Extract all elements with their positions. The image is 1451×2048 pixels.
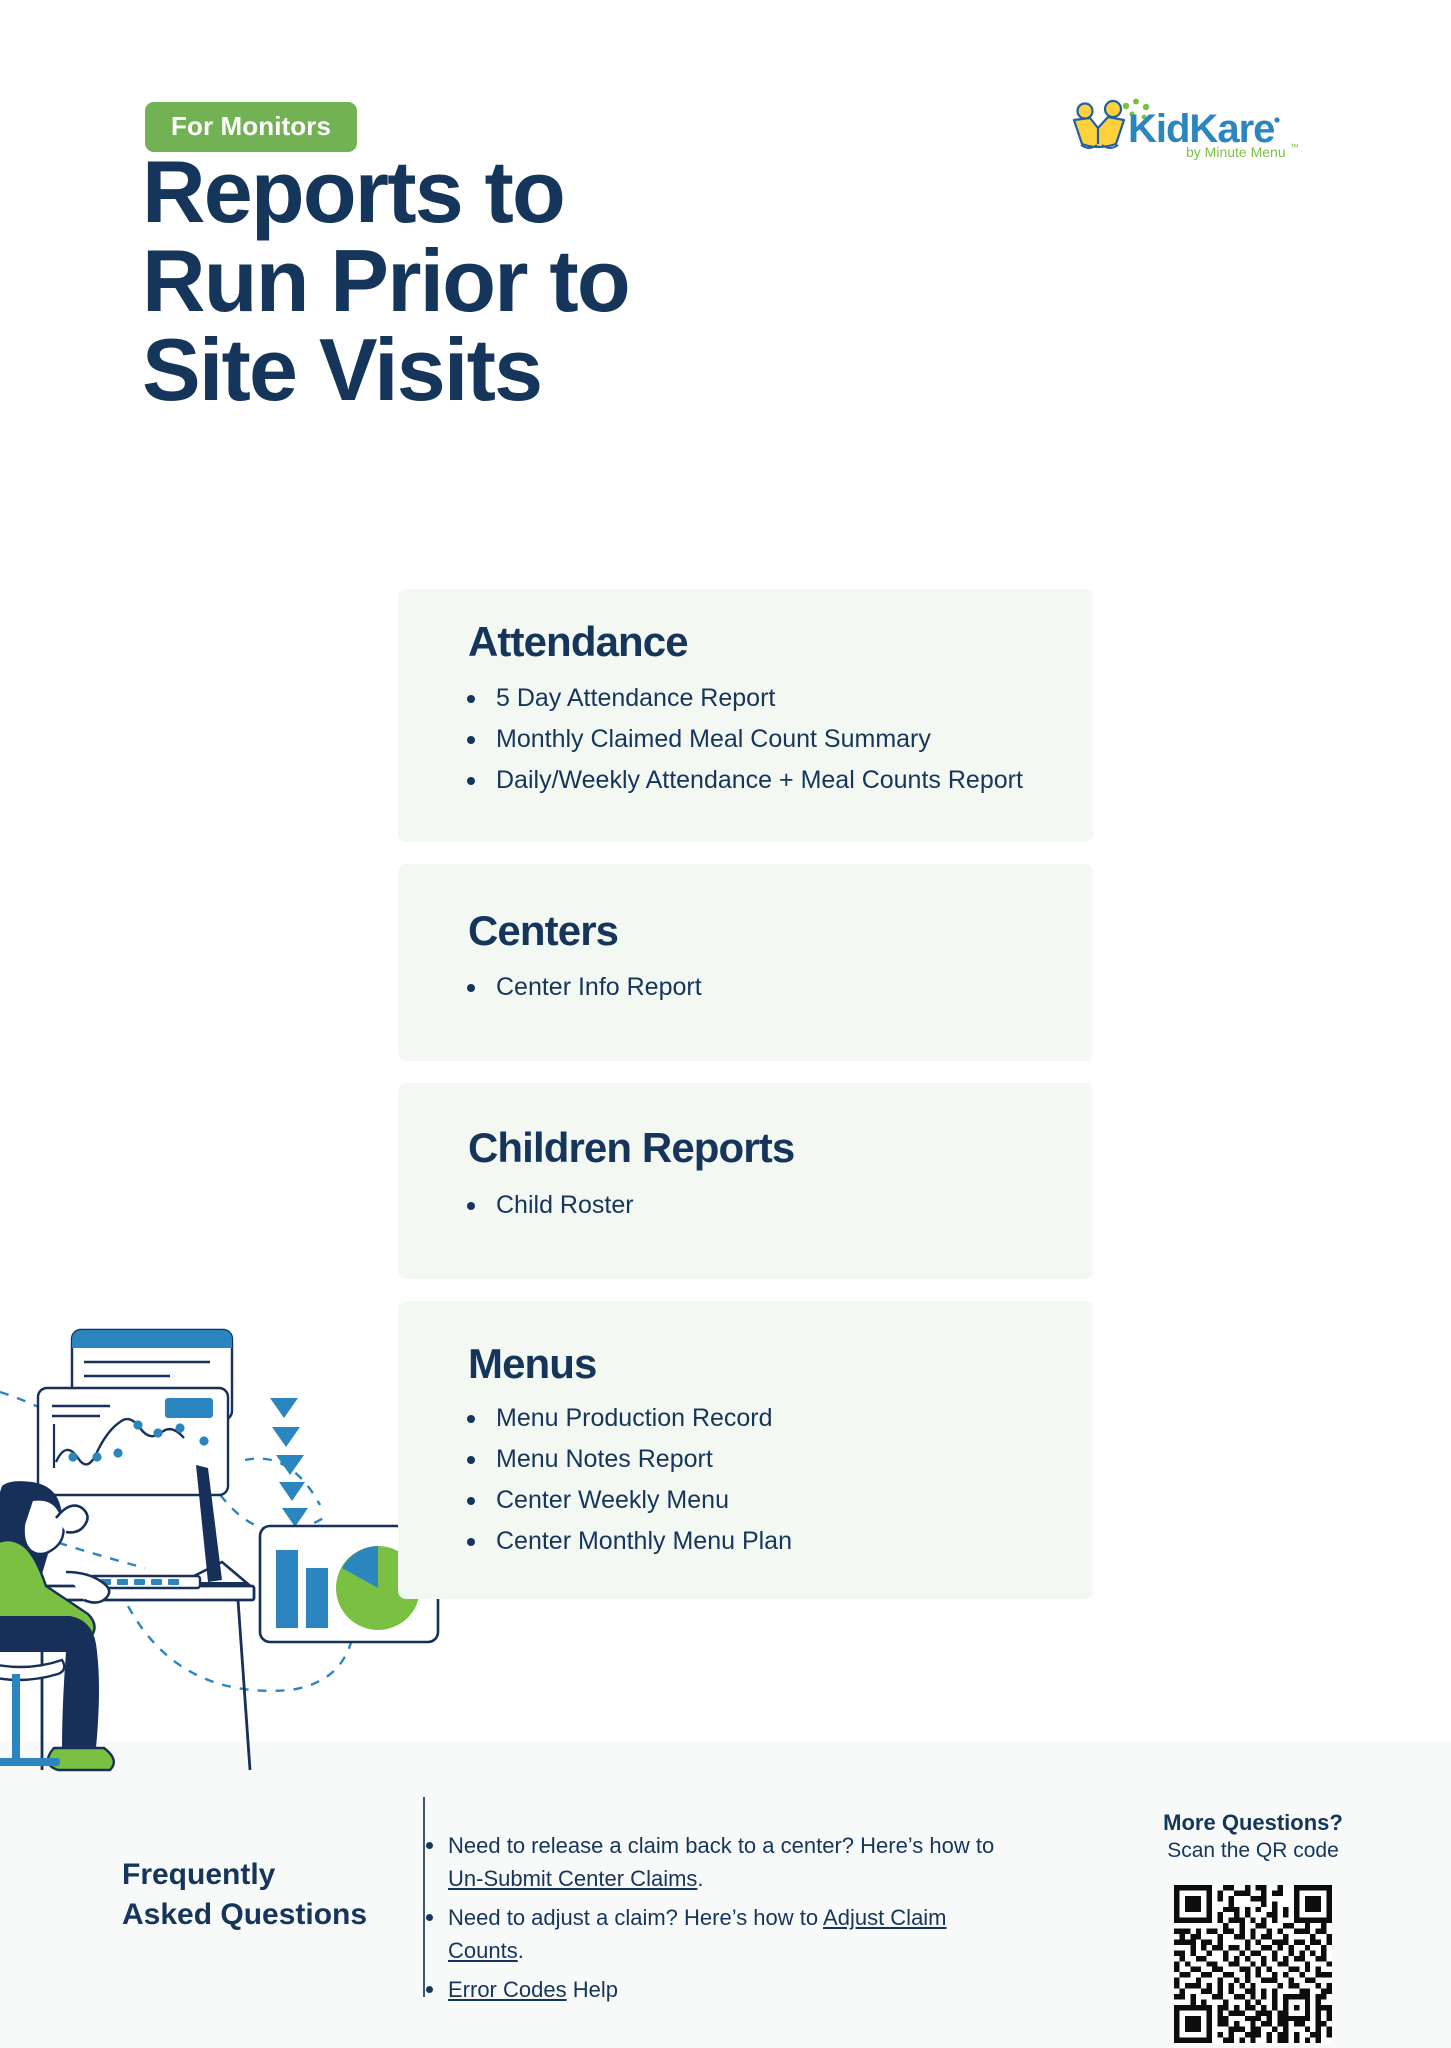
person-at-desk [0, 1481, 116, 1772]
faq-text-suffix: Help [566, 1976, 618, 2002]
section-card-menus: Menus Menu Production Record Menu Notes … [398, 1300, 1093, 1599]
faq-title: Frequently Asked Questions [122, 1858, 368, 1931]
report-sections: Attendance 5 Day Attendance Report Month… [398, 589, 1093, 1621]
chevron-arrows [270, 1398, 308, 1527]
list-item: Child Roster [467, 1186, 1049, 1225]
section-card-attendance: Attendance 5 Day Attendance Report Month… [398, 589, 1093, 843]
section-heading-attendance: Attendance [468, 618, 689, 665]
report-list-children: Child Roster [398, 1186, 1093, 1225]
report-list-centers: Center Info Report [398, 968, 1093, 1007]
line-chart-card [36, 1386, 230, 1497]
faq-text-prefix: Need to release a claim back to a center… [448, 1833, 995, 1858]
faq-link-adjust-claim-counts[interactable]: Adjust Claim Counts [448, 1904, 947, 1964]
report-list-attendance: 5 Day Attendance Report Monthly Claimed … [398, 679, 1093, 800]
faq-item: Need to adjust a claim? Here’s how to Ad… [426, 1901, 1028, 1968]
qr-title: More Questions? [1163, 1810, 1343, 1835]
svg-text:™: ™ [1290, 142, 1298, 152]
faq-link-error-codes[interactable]: Error Codes [448, 1976, 567, 2002]
page-title: Reports to Run Prior to Site Visits [142, 142, 631, 419]
section-heading-centers: Centers [468, 907, 619, 955]
list-item: Menu Notes Report [467, 1440, 1049, 1479]
faq-text-prefix: Need to adjust a claim? Here’s how to [448, 1904, 824, 1930]
list-item: Center Weekly Menu [467, 1481, 1049, 1520]
faq-list: Need to release a claim back to a center… [426, 1829, 1028, 2011]
audience-badge: For Monitors [145, 102, 358, 152]
analytics-illustration [0, 1300, 480, 1780]
list-item: Monthly Claimed Meal Count Summary [467, 720, 1049, 759]
list-item: Center Info Report [467, 968, 1049, 1007]
list-item: Daily/Weekly Attendance + Meal Counts Re… [467, 761, 1049, 800]
kidkare-logo-mark: KidKare by Minute Menu ™ [1072, 98, 1298, 160]
svg-text:by Minute Menu: by Minute Menu [1186, 144, 1286, 160]
faq-divider [423, 1797, 425, 1997]
faq-text-suffix: . [517, 1938, 524, 1964]
qr-code-icon[interactable] [1174, 1884, 1332, 2043]
qr-subtitle: Scan the QR code [1167, 1839, 1339, 1863]
faq-item: Need to release a claim back to a center… [426, 1829, 1028, 1896]
qr-block: More Questions? Scan the QR code [1140, 1810, 1366, 2043]
section-heading-children-reports: Children Reports [468, 1124, 795, 1172]
section-card-centers: Centers Center Info Report [398, 864, 1093, 1062]
svg-text:KidKare: KidKare [1128, 107, 1274, 151]
section-card-children-reports: Children Reports Child Roster [398, 1083, 1093, 1279]
faq-link-unsubmit-center-claims[interactable]: Un-Submit Center Claims [448, 1866, 698, 1892]
faq-text-suffix: . [697, 1866, 704, 1892]
list-item: Menu Production Record [467, 1399, 1049, 1438]
list-item: Center Monthly Menu Plan [467, 1522, 1049, 1561]
section-heading-menus: Menus [468, 1339, 597, 1387]
report-list-menus: Menu Production Record Menu Notes Report… [398, 1399, 1093, 1561]
list-item: 5 Day Attendance Report [467, 679, 1049, 718]
kidkare-logo: KidKare by Minute Menu ™ [1068, 98, 1298, 160]
faq-item: Error Codes Help [426, 1973, 1028, 2006]
